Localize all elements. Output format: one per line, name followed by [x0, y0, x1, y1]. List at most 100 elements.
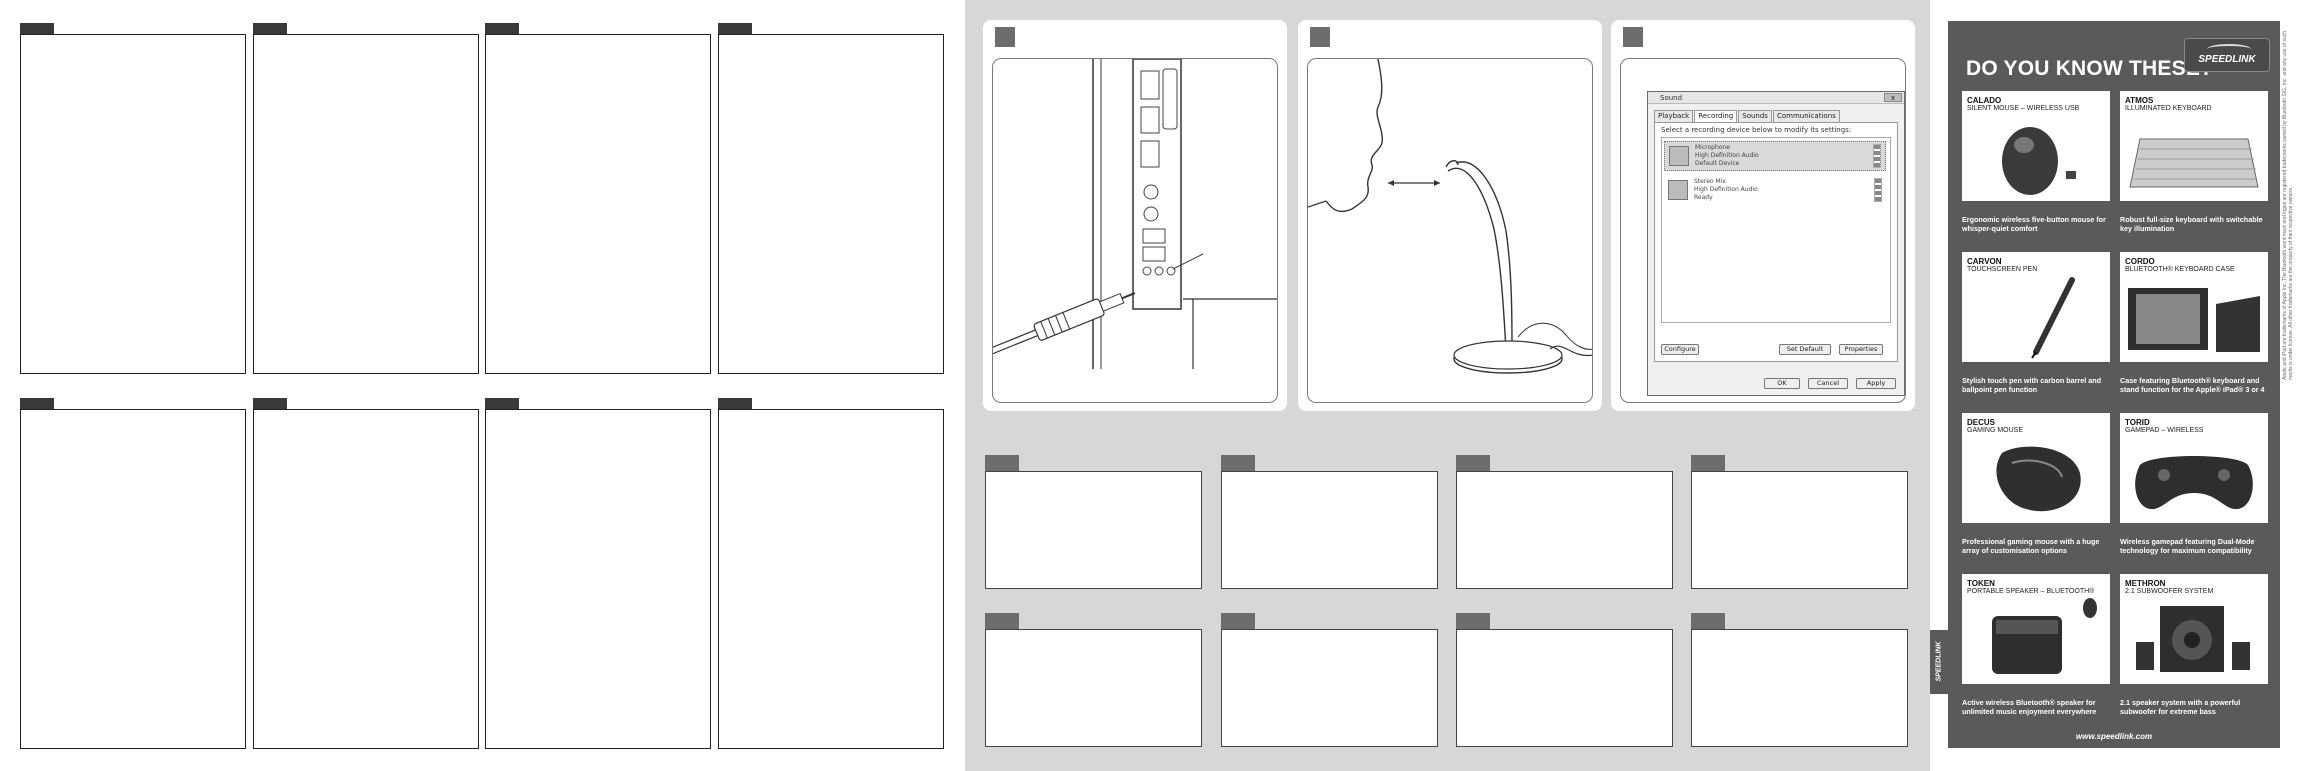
- mini-panel: [1221, 471, 1438, 589]
- product-subtitle: 2.1 SUBWOOFER SYSTEM: [2125, 588, 2214, 595]
- blank-panel: [253, 409, 479, 749]
- product-subtitle: ILLUMINATED KEYBOARD: [2125, 105, 2212, 112]
- step-number-box: [1310, 27, 1330, 47]
- illustration-section: Sound x Playback Recording Sounds Commun…: [965, 0, 1930, 771]
- mini-panel: [1456, 629, 1673, 747]
- ok-button[interactable]: OK: [1764, 378, 1800, 389]
- tab-playback[interactable]: Playback: [1654, 110, 1694, 122]
- pen-icon: [2031, 277, 2075, 359]
- close-button[interactable]: x: [1884, 93, 1902, 102]
- gamepad-icon: [2135, 456, 2253, 510]
- mini-panel-tab: [985, 455, 1019, 471]
- panel-tab: [485, 398, 519, 409]
- product-flyer: DO YOU KNOW THESE? SPEEDLINK CALADO SILE…: [1948, 21, 2280, 748]
- product-description: Active wireless Bluetooth® speaker for u…: [1962, 698, 2097, 716]
- pc-port-icon: [993, 59, 1277, 369]
- mini-panel: [1691, 629, 1908, 747]
- product-subtitle: PORTABLE SPEAKER – BLUETOOTH®: [1967, 588, 2095, 595]
- dialog-body: Select a recording device below to modif…: [1654, 122, 1898, 362]
- product-name: CALADO: [1967, 96, 2002, 105]
- legal-notice: Apple and iPad are trademarks of Apple I…: [2282, 31, 2294, 380]
- mini-panel: [1456, 471, 1673, 589]
- product-subtitle: BLUETOOTH® KEYBOARD CASE: [2125, 266, 2235, 273]
- panel-tab: [718, 23, 752, 34]
- pc-connection-illustration: [992, 58, 1278, 403]
- cancel-button[interactable]: Cancel: [1808, 378, 1848, 389]
- website-link[interactable]: www.speedlink.com: [2075, 732, 2153, 741]
- blank-panels-section: [0, 0, 965, 771]
- product-name: CARVON: [1967, 257, 2002, 266]
- product-flyer-section: SPEEDLINK DO YOU KNOW THESE? SPEEDLINK C…: [1930, 0, 2313, 771]
- device-microphone[interactable]: Microphone High Definition Audio Default…: [1664, 141, 1886, 171]
- product-description: Wireless gamepad featuring Dual-Mode tec…: [2120, 537, 2255, 555]
- mini-panel: [1221, 629, 1438, 747]
- product-name: CORDO: [2125, 257, 2155, 266]
- product-subtitle: GAMING MOUSE: [1967, 427, 2024, 434]
- product-subtitle: SILENT MOUSE – WIRELESS USB: [1967, 105, 2080, 112]
- panel-tab: [253, 23, 287, 34]
- device-name: Microphone: [1695, 144, 1730, 151]
- sound-dialog: Sound x Playback Recording Sounds Commun…: [1647, 91, 1905, 396]
- device-name: Stereo Mix: [1694, 178, 1726, 185]
- properties-button[interactable]: Properties: [1839, 344, 1883, 355]
- sound-dialog-illustration: Sound x Playback Recording Sounds Commun…: [1620, 58, 1906, 403]
- blank-panel: [718, 34, 944, 374]
- speedlink-logo: SPEEDLINK: [2184, 38, 2270, 72]
- product-name: TORID: [2125, 418, 2150, 427]
- side-tab-text: SPEEDLINK: [1935, 641, 1943, 682]
- panel-tab: [485, 23, 519, 34]
- product-description: Case featuring Bluetooth® keyboard and s…: [2120, 376, 2265, 394]
- product-name: METHRON: [2125, 579, 2166, 588]
- blank-panel: [20, 409, 246, 749]
- level-meter-icon: [1874, 178, 1882, 202]
- mini-panel-tab: [1691, 613, 1725, 629]
- mini-panel-tab: [1456, 613, 1490, 629]
- product-description: Stylish touch pen with carbon barrel and…: [1962, 376, 2101, 394]
- instruction-text: Select a recording device below to modif…: [1661, 126, 1852, 134]
- set-default-button[interactable]: Set Default: [1779, 344, 1831, 355]
- blank-panel: [20, 34, 246, 374]
- logo-swoosh-icon: [2207, 44, 2251, 54]
- blank-panel: [485, 34, 711, 374]
- tab-recording[interactable]: Recording: [1694, 110, 1738, 122]
- dialog-title: Sound: [1648, 92, 1904, 104]
- step-number-box: [995, 27, 1015, 47]
- product-subtitle: GAMEPAD – WIRELESS: [2125, 427, 2204, 434]
- mini-panel: [985, 629, 1202, 747]
- mini-panel-tab: [985, 613, 1019, 629]
- panel-tab: [20, 23, 54, 34]
- panel-tab: [20, 398, 54, 409]
- dialog-tabs: Playback Recording Sounds Communications: [1654, 110, 1841, 122]
- mini-panel: [985, 471, 1202, 589]
- sound-card-icon: [1668, 180, 1688, 200]
- speedlink-side-tab: SPEEDLINK: [1930, 630, 1948, 694]
- product-name: TOKEN: [1967, 579, 1995, 588]
- keyboard-icon: [2129, 138, 2259, 188]
- blank-panel: [718, 409, 944, 749]
- tab-sounds[interactable]: Sounds: [1738, 110, 1772, 122]
- product-card-cordo: CORDO BLUETOOTH® KEYBOARD CASE: [2120, 252, 2268, 362]
- step-3-card: Sound x Playback Recording Sounds Commun…: [1611, 20, 1915, 411]
- tab-communications[interactable]: Communications: [1772, 110, 1840, 122]
- device-driver: High Definition Audio: [1694, 186, 1758, 193]
- device-driver: High Definition Audio: [1695, 152, 1759, 159]
- mini-panel: [1691, 471, 1908, 589]
- mini-panel-tab: [1691, 455, 1725, 471]
- product-description: Robust full-size keyboard with switchabl…: [2120, 215, 2263, 233]
- device-stereo-mix[interactable]: Stereo Mix High Definition Audio Ready: [1664, 176, 1886, 206]
- device-status: Default Device: [1695, 160, 1740, 167]
- product-card-decus: DECUS GAMING MOUSE: [1962, 413, 2110, 523]
- level-meter-icon: [1873, 144, 1881, 168]
- gaming-mouse-icon: [1996, 446, 2081, 512]
- step-2-card: [1298, 20, 1602, 411]
- microphone-icon: [1669, 146, 1689, 166]
- panel-tab: [718, 398, 752, 409]
- apply-button[interactable]: Apply: [1856, 378, 1896, 389]
- panel-tab: [253, 398, 287, 409]
- flyer-heading: DO YOU KNOW THESE?: [1966, 57, 2214, 80]
- product-subtitle: TOUCHSCREEN PEN: [1967, 266, 2038, 273]
- product-card-torid: TORID GAMEPAD – WIRELESS: [2120, 413, 2268, 523]
- subwoofer-icon: [2136, 606, 2250, 672]
- configure-button[interactable]: Configure: [1661, 344, 1699, 355]
